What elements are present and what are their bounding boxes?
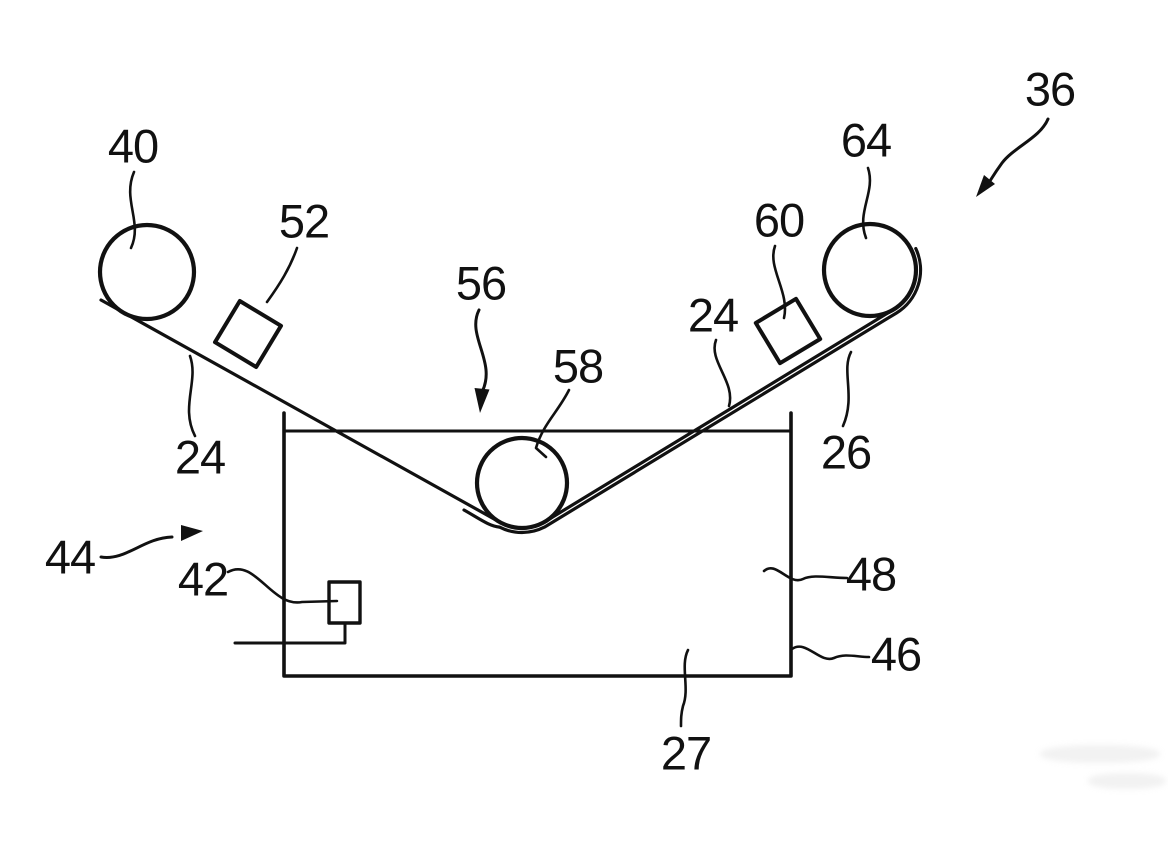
arrow-56-head	[474, 388, 490, 413]
scan-artifact	[1088, 773, 1166, 789]
arrow-36-shaft	[986, 117, 1050, 186]
leader-24-left	[187, 354, 197, 438]
arrow-56-shaft	[474, 308, 488, 394]
ref-label-58: 58	[552, 339, 604, 393]
unit-52-box	[213, 299, 283, 369]
roller-40	[97, 222, 197, 322]
leader-27	[679, 648, 690, 728]
leader-26	[841, 350, 853, 428]
tank-outline	[282, 411, 793, 678]
roller-64	[821, 221, 919, 319]
ref-label-64: 64	[840, 113, 892, 167]
arrow-36-head	[976, 175, 995, 197]
bath-roller-58	[474, 435, 570, 531]
coating-layer-line	[462, 247, 923, 535]
unit-60-box	[753, 296, 823, 366]
ref-label-56: 56	[455, 256, 507, 310]
ref-label-26: 26	[820, 425, 872, 479]
leader-46	[790, 645, 871, 661]
ref-label-52: 52	[278, 194, 330, 248]
leader-48	[762, 567, 849, 582]
ref-label-27: 27	[660, 726, 712, 780]
ref-label-44: 44	[44, 530, 96, 584]
leader-42	[226, 568, 339, 604]
web-line	[99, 249, 918, 530]
ref-label-48: 48	[845, 547, 897, 601]
leader-60	[772, 244, 787, 320]
scan-artifact	[1040, 745, 1160, 763]
ref-label-60: 60	[753, 193, 805, 247]
ref-label-24-left: 24	[174, 430, 226, 484]
leader-40	[128, 170, 137, 250]
element-42-wire	[233, 621, 347, 645]
ref-label-42: 42	[177, 552, 229, 606]
ref-label-46: 46	[870, 627, 922, 681]
arrow-44-head	[181, 525, 203, 541]
ref-label-40: 40	[107, 119, 159, 173]
arrow-44-shaft	[99, 535, 174, 559]
leader-58	[534, 388, 571, 459]
element-42-box	[327, 580, 362, 625]
ref-label-36: 36	[1024, 62, 1076, 116]
leader-64	[861, 166, 872, 240]
leader-24-right	[713, 338, 732, 408]
leader-52	[265, 246, 299, 304]
ref-label-24-right: 24	[687, 288, 739, 342]
